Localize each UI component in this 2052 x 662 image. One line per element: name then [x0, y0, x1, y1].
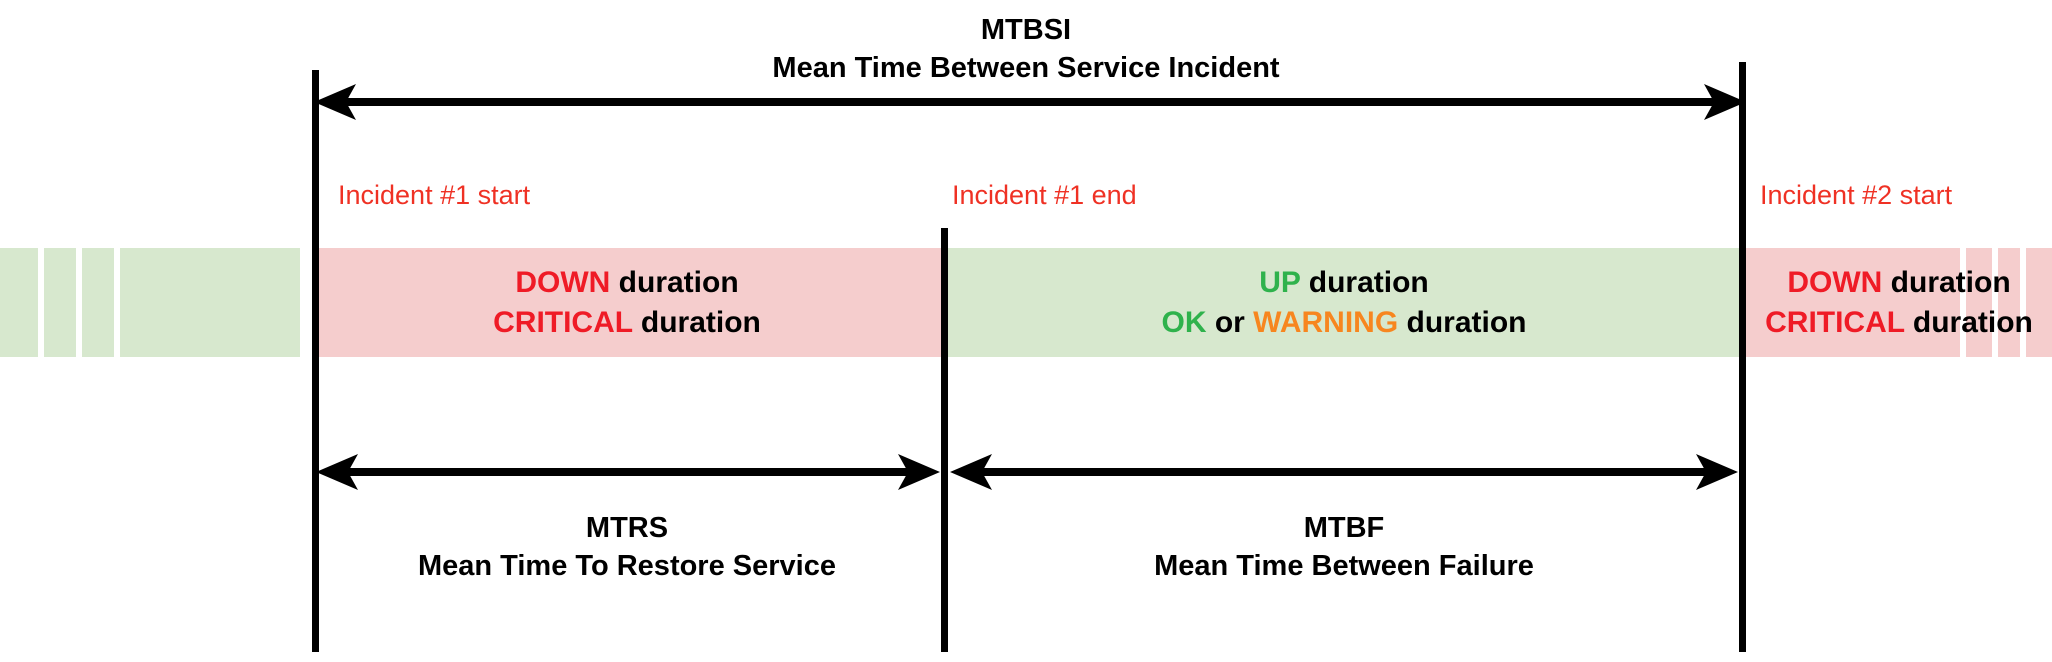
history-bar-green-3 — [82, 248, 114, 357]
mtbsi-abbr: MTBSI — [980, 14, 1072, 46]
mtbsi-title: MTBSI Mean Time Between Service Incident — [0, 12, 2052, 87]
critical-duration-rest-2: duration — [1904, 305, 2033, 339]
incident-1-start-line — [312, 70, 319, 652]
down-duration-rest-2: duration — [1882, 265, 2011, 299]
up-duration-line: UP duration — [1259, 263, 1428, 303]
down-duration-line-1: DOWN duration — [515, 263, 738, 303]
ok-warning-duration-line: OK or WARNING duration — [1162, 303, 1527, 343]
critical-duration-line-1: CRITICAL duration — [493, 303, 761, 343]
down-duration-line-2: DOWN duration — [1787, 263, 2010, 303]
mtbf-abbr: MTBF — [1303, 512, 1385, 544]
incident-2-start-label: Incident #2 start — [1760, 180, 1953, 210]
band-label-down-1: DOWN duration CRITICAL duration — [312, 248, 942, 357]
critical-keyword: CRITICAL — [493, 305, 633, 339]
up-duration-rest: duration — [1300, 265, 1429, 299]
history-bar-green-1 — [0, 248, 38, 357]
history-bar-green-2 — [44, 248, 76, 357]
band-label-down-2: DOWN duration CRITICAL duration — [1746, 248, 2052, 357]
critical-duration-line-2: CRITICAL duration — [1765, 303, 2033, 343]
critical-duration-rest: duration — [632, 305, 761, 339]
ok-keyword: OK — [1161, 305, 1207, 339]
history-bar-green-4 — [120, 248, 300, 357]
band-fill-down-2 — [1746, 248, 1960, 357]
warning-keyword: WARNING — [1253, 305, 1399, 339]
band-fill-up — [948, 248, 1740, 357]
mtrs-title: MTRS Mean Time To Restore Service — [312, 510, 942, 585]
mtbf-full: Mean Time Between Failure — [1154, 549, 1534, 582]
incident-1-end-line — [941, 228, 948, 652]
band-fill-down-1 — [312, 248, 942, 357]
history-bar-red-1 — [1966, 248, 1992, 357]
mtrs-full: Mean Time To Restore Service — [418, 549, 836, 582]
critical-keyword-2: CRITICAL — [1765, 305, 1905, 339]
mtrs-arrow — [316, 454, 940, 490]
mtbsi-full: Mean Time Between Service Incident — [772, 51, 1280, 84]
down-keyword-2: DOWN — [1787, 265, 1883, 299]
mtbsi-arrow — [314, 84, 1746, 120]
down-keyword: DOWN — [515, 265, 611, 299]
band-label-up: UP duration OK or WARNING duration — [948, 248, 1740, 357]
down-duration-rest: duration — [610, 265, 739, 299]
incident-1-start-label: Incident #1 start — [338, 180, 531, 210]
incident-1-end-label: Incident #1 end — [952, 180, 1137, 210]
incident-2-start-line — [1739, 62, 1746, 652]
ok-warning-conjunction: or — [1206, 305, 1254, 339]
history-bar-red-2 — [1998, 248, 2020, 357]
mtbf-title: MTBF Mean Time Between Failure — [948, 510, 1740, 585]
history-bar-red-3 — [2026, 248, 2052, 357]
mtrs-abbr: MTRS — [585, 512, 669, 544]
up-keyword: UP — [1259, 265, 1301, 299]
ok-warning-duration-rest: duration — [1398, 305, 1527, 339]
mtbf-arrow — [950, 454, 1738, 490]
